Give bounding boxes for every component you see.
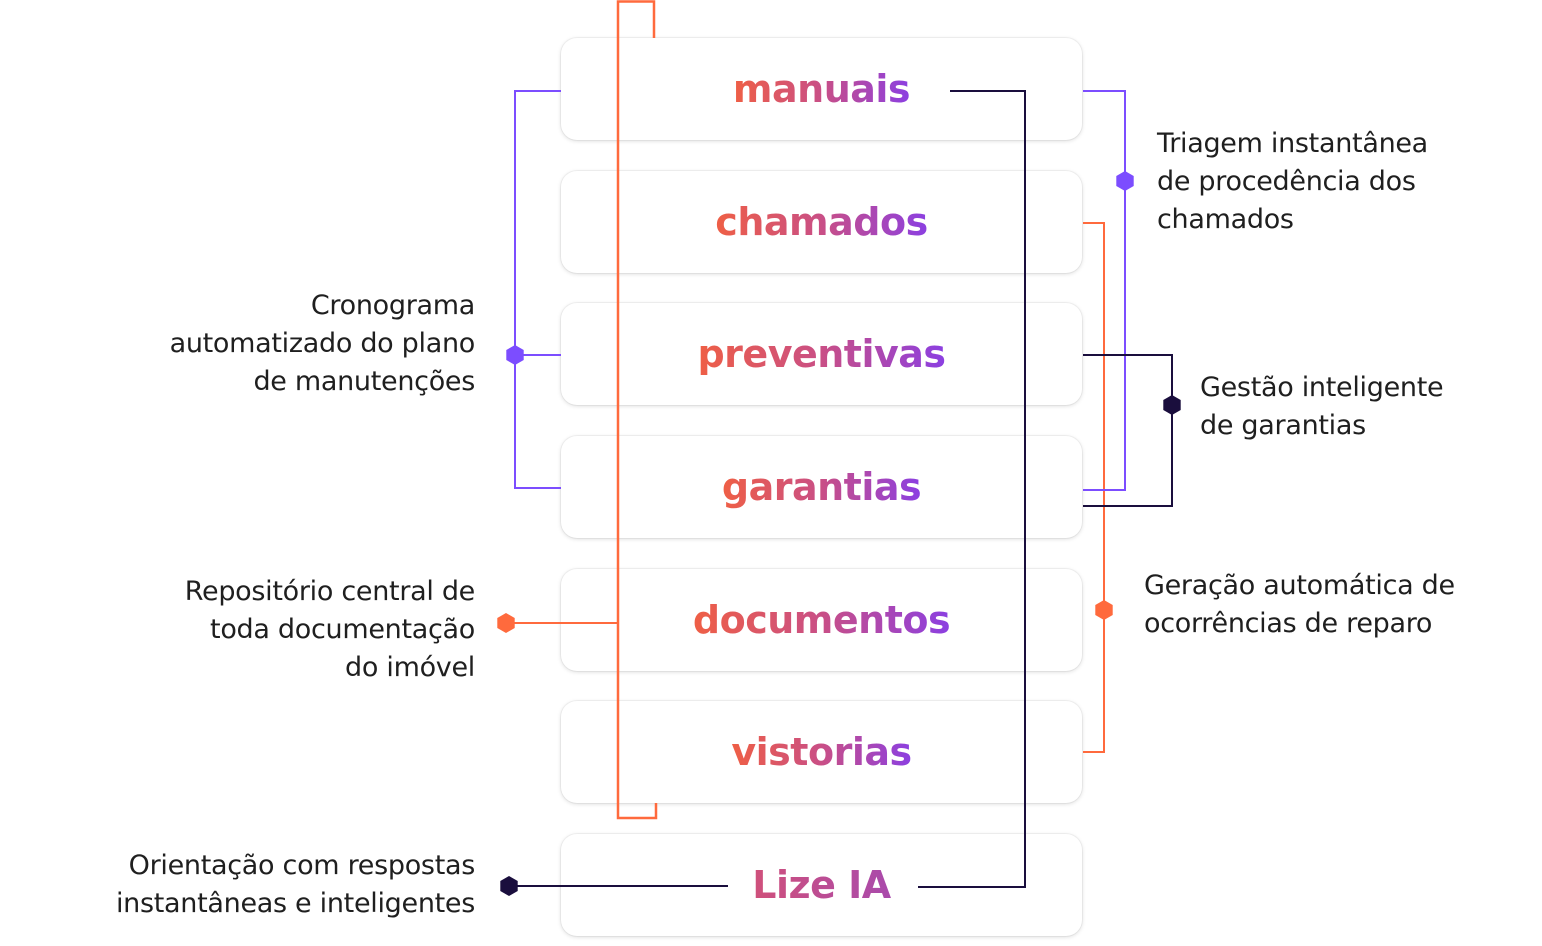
module-label: preventivas bbox=[697, 332, 946, 376]
module-card-garantias: garantias bbox=[561, 436, 1082, 538]
connector-geracao bbox=[1083, 222, 1105, 753]
feature-repositorio: Repositório central de toda documentação… bbox=[184, 576, 476, 683]
hexagon-node-repositorio bbox=[497, 613, 515, 633]
module-label: chamados bbox=[715, 200, 928, 244]
module-label: vistorias bbox=[731, 730, 912, 774]
module-card-preventivas: preventivas bbox=[561, 303, 1082, 405]
module-card-lize-ia: Lize IA bbox=[561, 834, 1082, 936]
connector-cronograma bbox=[514, 90, 561, 489]
module-label: documentos bbox=[692, 598, 951, 642]
feature-triagem: Triagem instantânea de procedência dos c… bbox=[1157, 128, 1428, 235]
module-label: manuais bbox=[732, 67, 911, 111]
hexagon-node-triagem bbox=[1116, 171, 1134, 191]
module-card-documentos: documentos bbox=[561, 569, 1082, 671]
feature-gestao: Gestão inteligente de garantias bbox=[1200, 372, 1444, 441]
module-card-chamados: chamados bbox=[561, 171, 1082, 273]
feature-cronograma: Cronograma automatizado do plano de manu… bbox=[169, 290, 476, 397]
feature-geracao: Geração automática de ocorrências de rep… bbox=[1144, 570, 1455, 639]
module-card-vistorias: vistorias bbox=[561, 701, 1082, 803]
module-label: Lize IA bbox=[752, 863, 891, 907]
connector-triagem bbox=[1083, 90, 1126, 491]
hexagon-node-cronograma bbox=[506, 345, 524, 365]
hexagon-node-geracao bbox=[1095, 600, 1113, 620]
connector-gestao bbox=[1083, 354, 1173, 507]
hexagon-node-gestao bbox=[1163, 395, 1181, 415]
feature-orientacao: Orientação com respostas instantâneas e … bbox=[115, 850, 475, 919]
module-label: garantias bbox=[721, 465, 922, 509]
hexagon-node-orientacao bbox=[500, 876, 518, 896]
module-card-manuais: manuais bbox=[561, 38, 1082, 140]
